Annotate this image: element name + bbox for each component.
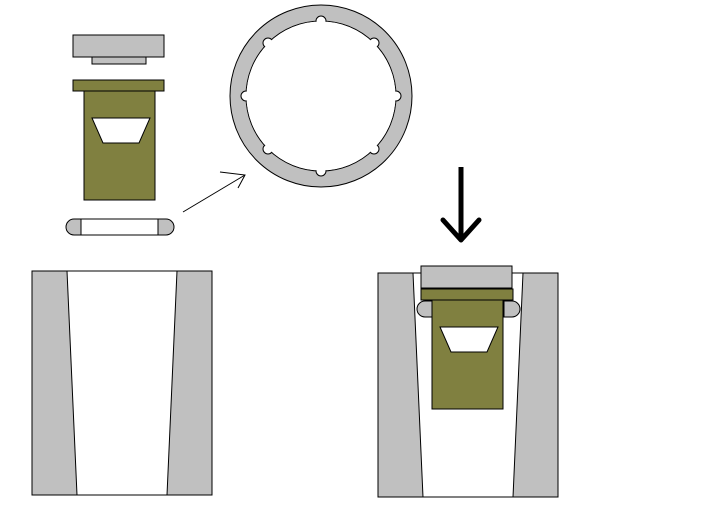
trapezoid-window [91, 117, 151, 144]
notched-ring [229, 4, 413, 188]
seated-spacer [420, 288, 514, 301]
detail-arrow [182, 171, 246, 213]
tapered-socket-assembled [377, 265, 559, 498]
insert-arrow [440, 167, 482, 243]
seal-strip [65, 218, 175, 236]
seated-cap [420, 265, 513, 289]
cap-plate [72, 34, 165, 65]
olive-plug [83, 90, 156, 201]
tapered-socket-empty [31, 270, 213, 496]
ring-inner-cover [246, 21, 396, 171]
exploded-components [65, 34, 175, 236]
seated-plug [431, 299, 504, 410]
seated-window [439, 326, 499, 353]
olive-spacer [72, 79, 165, 92]
